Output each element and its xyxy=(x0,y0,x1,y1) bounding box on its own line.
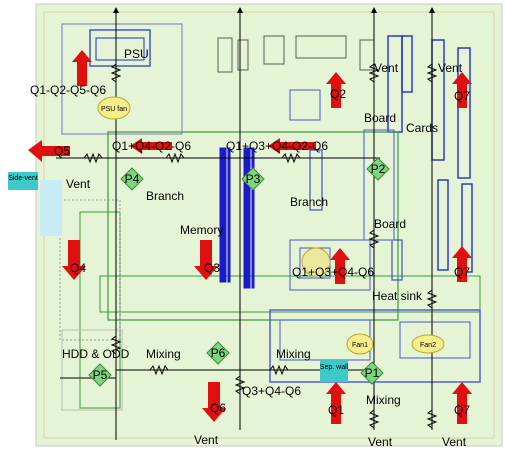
node-p1: P1 xyxy=(365,366,380,380)
vent-bot1-label: Vent xyxy=(194,433,219,447)
q2-label: Q2 xyxy=(330,87,346,101)
heat-sink-label: Heat sink xyxy=(372,289,423,303)
board-top-label: Board xyxy=(364,111,396,125)
hdd-odd-label: HDD & ODD xyxy=(62,347,130,361)
node-p6: P6 xyxy=(211,346,226,360)
q7-mid-label: Q7 xyxy=(454,265,470,279)
q5-label: Q5 xyxy=(54,144,70,158)
mixing-right-label: Mixing xyxy=(366,393,401,407)
psu-label: PSU xyxy=(124,47,149,61)
q6-label: Q6 xyxy=(210,401,226,415)
node-p2: P2 xyxy=(371,162,386,176)
q3-label: Q3 xyxy=(204,261,220,275)
sep-wall-text: Sep. wall xyxy=(320,364,349,371)
board-mid-label: Board xyxy=(374,217,406,231)
q1q4q2q6-label: Q1+Q4-Q2-Q6 xyxy=(112,139,191,153)
node-p4: P4 xyxy=(125,172,140,186)
cards-label: Cards xyxy=(406,121,438,135)
vent-top2-label: Vent xyxy=(438,61,463,75)
fan2-label: Fan2 xyxy=(420,342,436,349)
psu-fan-label: PSU fan xyxy=(101,106,127,113)
q4-label: Q4 xyxy=(70,261,86,275)
node-p3: P3 xyxy=(246,172,261,186)
vent-top1-label: Vent xyxy=(374,61,399,75)
q3q4q6-label: Q3+Q4-Q6 xyxy=(242,384,301,398)
branch-mid-label: Branch xyxy=(290,195,328,209)
mixing-left-label: Mixing xyxy=(146,347,181,361)
node-p5: P5 xyxy=(93,368,108,382)
q1-label: Q1 xyxy=(328,403,344,417)
q1q3q4q2q6-label: Q1+Q3+Q4-Q2-Q6 xyxy=(226,139,328,153)
q7-top-label: Q7 xyxy=(454,89,470,103)
vent-bot2-label: Vent xyxy=(368,435,393,449)
q7-bot-label: Q7 xyxy=(454,403,470,417)
q1q3q4q6-label: Q1+Q3+Q4-Q6 xyxy=(292,265,374,279)
mixing-mid-label: Mixing xyxy=(276,347,311,361)
sep-wall-label: Sep. wall xyxy=(320,364,349,371)
q1q2q5q6-label: Q1-Q2-Q5-Q6 xyxy=(30,83,106,97)
vent-left-label: Vent xyxy=(66,177,91,191)
branch-left-label: Branch xyxy=(146,189,184,203)
fan1-label: Fan1 xyxy=(352,342,368,349)
side-vent-strip xyxy=(40,180,62,236)
vent-bot3-label: Vent xyxy=(442,435,467,449)
side-vent-label: Side-vent xyxy=(8,175,38,182)
memory-label: Memory xyxy=(180,223,223,237)
